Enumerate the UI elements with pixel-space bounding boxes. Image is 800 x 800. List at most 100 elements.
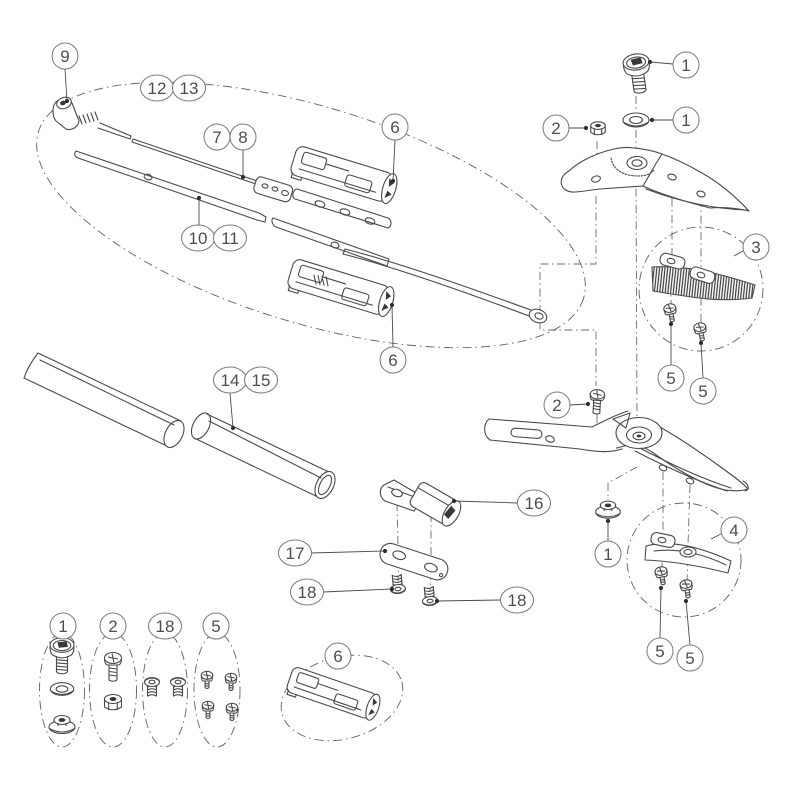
kit-ellipse-2 [90,633,137,747]
callout-number: 1 [681,56,690,75]
callout-number: 18 [156,617,175,636]
part-17-plate [377,541,450,583]
callout-balloon [50,613,76,639]
part-14-15-pole-upper [24,353,188,451]
leader-dot [605,518,611,524]
part-5-screw [678,578,695,600]
leader-dot [585,401,591,407]
callout-6: 6 [380,302,406,373]
callout-balloon [721,517,747,543]
callout-balloon [325,643,351,669]
part-14-15-pole-lower [188,410,340,502]
leader-dot [698,340,704,346]
callout-balloon [677,645,703,671]
callout-balloon [230,124,256,150]
leader-dot [649,117,655,123]
callout-5: 5 [647,585,673,664]
anvil-blade-circle [627,503,741,617]
leader-dot [230,425,236,431]
part-1-washer [622,112,650,128]
leader-dot [382,548,388,554]
part-18-screw-mid [420,585,439,607]
leader-dot [668,321,674,327]
part-4-anvil-blade [645,532,731,573]
callout-balloon [690,378,716,404]
callout-12: 12 [141,75,174,101]
kit-ellipse-5 [194,633,240,747]
callout-number: 4 [729,521,738,540]
part-7-8-pull-rod [132,139,257,184]
callout-number: 5 [698,382,707,401]
callout-number: 15 [252,371,271,390]
callout-balloon [673,52,699,78]
callout-balloon [149,613,182,639]
callout-number: 2 [552,396,561,415]
callout-balloon [380,347,406,373]
leader-dot [390,178,396,184]
callout-5: 5 [677,598,703,671]
part-3-saw-blade [652,252,755,300]
callout-number: 6 [390,118,399,137]
callout-number: 16 [525,494,544,513]
callout-number: 13 [180,79,199,98]
part-6-slider-bottom [284,256,398,322]
cutting-blade-head [561,147,749,211]
part-9-eye-bolt-with-spring [53,95,131,139]
callout-number: 10 [189,229,208,248]
callout-balloon [173,75,206,101]
part-5-screw [662,302,680,324]
callout-14: 14 [214,367,247,431]
callout-10: 10 [182,195,215,251]
callout-number: 14 [221,371,240,390]
callout-balloon [673,107,699,133]
callout-18: 18 [149,613,182,639]
callout-2: 2 [543,115,589,141]
leader-dot [451,498,457,504]
callout-number: 18 [508,591,527,610]
kit-18-screws [143,676,187,697]
leader-dot [389,302,395,308]
callout-number: 5 [211,617,220,636]
callout-number: 5 [666,369,675,388]
callout-balloon [647,638,673,664]
part-16-clamp [380,480,464,529]
link-bar [293,189,391,228]
callout-2: 2 [544,392,591,418]
callout-balloon [501,587,534,613]
callout-balloon [658,365,684,391]
callout-balloon [518,490,551,516]
rod-coupler [253,176,294,203]
callout-balloon [203,613,229,639]
callout-balloon [214,225,247,251]
lower-blade-strip [272,218,389,266]
callout-balloon [743,234,769,260]
callout-6: 6 [325,643,351,669]
callout-number: 5 [655,642,664,661]
pull-link [343,249,549,325]
callout-18: 18 [291,579,395,605]
leader-dot [658,585,664,591]
callout-5: 5 [203,613,229,639]
leader-dot [583,125,589,131]
callout-number: 5 [685,649,694,668]
part-1-flange-nut-mid [595,500,621,519]
callout-5: 5 [658,321,684,391]
callout-7: 7 [204,124,230,150]
part-5-screw [692,321,710,343]
callout-5: 5 [690,340,716,404]
callout-balloon [52,43,78,69]
leader-dot [434,598,440,604]
part-18-screw-mid [388,573,407,595]
leader-dot [196,195,202,201]
callout-balloon [245,367,278,393]
kit-ellipse-18 [143,633,188,747]
leader-dot [240,174,246,180]
callout-balloon [543,115,569,141]
kit-5-screws [200,670,239,722]
callout-number: 8 [238,128,247,147]
callout-balloon [544,392,570,418]
callout-number: 1 [681,111,690,130]
kit-6-slider [284,665,384,725]
